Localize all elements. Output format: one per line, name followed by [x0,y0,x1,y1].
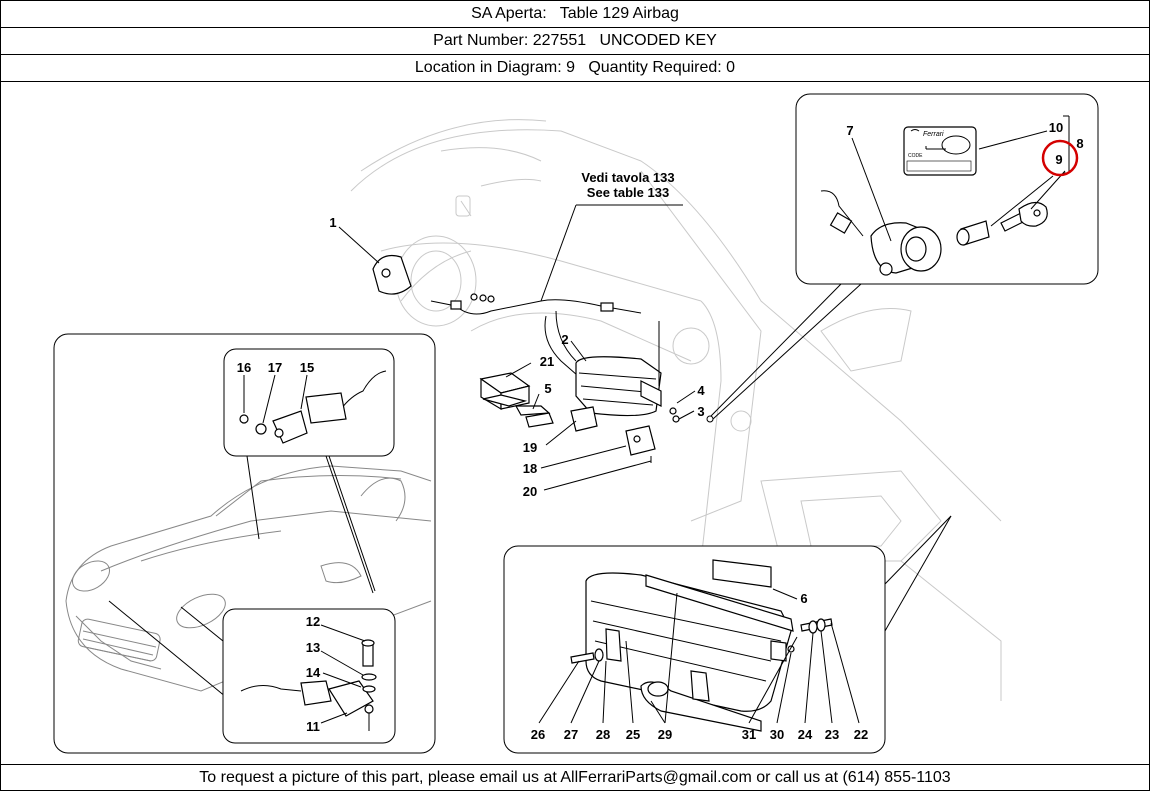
part-label-14[interactable]: 14 [306,665,321,680]
contact-footer: To request a picture of this part, pleas… [1,764,1149,791]
part-label-9[interactable]: 9 [1055,152,1062,167]
part-label-5[interactable]: 5 [544,381,551,396]
central-airbag-assembly [338,204,696,491]
part-label-18[interactable]: 18 [523,461,537,476]
part-label-11[interactable]: 11 [306,719,320,734]
part-label-7[interactable]: 7 [846,123,853,138]
part-label-24[interactable]: 24 [798,727,813,742]
part-label-21[interactable]: 21 [540,354,554,369]
part-label-2[interactable]: 2 [561,332,568,347]
part-labels: 1 2 3 4 5 6 7 8 9 10 11 12 13 14 15 16 1… [237,120,1084,742]
part-label-8[interactable]: 8 [1076,136,1083,151]
airbag-module-inset [503,515,952,754]
part-label-30[interactable]: 30 [770,727,784,742]
part-label-23[interactable]: 23 [825,727,839,742]
key-card-code: CODE [908,153,923,159]
part-label-3[interactable]: 3 [697,404,704,419]
part-label-16[interactable]: 16 [237,360,251,375]
part-label-22[interactable]: 22 [854,727,868,742]
part-number-line: Part Number: 227551 UNCODED KEY [1,28,1149,55]
part-label-19[interactable]: 19 [523,440,537,455]
part-label-31[interactable]: 31 [742,727,756,742]
part-label-26[interactable]: 26 [531,727,545,742]
callout-text-italian: Vedi tavola 133 [581,170,674,185]
page-title: SA Aperta: Table 129 Airbag [1,1,1149,28]
callout-text-english: See table 133 [587,185,669,200]
part-label-27[interactable]: 27 [564,727,578,742]
part-label-4[interactable]: 4 [697,383,705,398]
part-label-13[interactable]: 13 [306,640,320,655]
parts-diagram: Ferrari CODE [1,83,1149,764]
location-line: Location in Diagram: 9 Quantity Required… [1,55,1149,82]
key-card-brand: Ferrari [923,131,944,138]
part-label-29[interactable]: 29 [658,727,672,742]
highlight-circle [1041,139,1079,177]
part-label-20[interactable]: 20 [523,484,537,499]
part-label-1[interactable]: 1 [329,215,336,230]
part-label-6[interactable]: 6 [800,591,807,606]
part-label-10[interactable]: 10 [1049,120,1063,135]
part-label-28[interactable]: 28 [596,727,610,742]
part-label-17[interactable]: 17 [268,360,282,375]
car-exterior-inset [53,333,436,754]
key-inset-panel: Ferrari CODE [706,93,1099,423]
part-label-25[interactable]: 25 [626,727,640,742]
part-label-15[interactable]: 15 [300,360,314,375]
part-label-12[interactable]: 12 [306,614,320,629]
